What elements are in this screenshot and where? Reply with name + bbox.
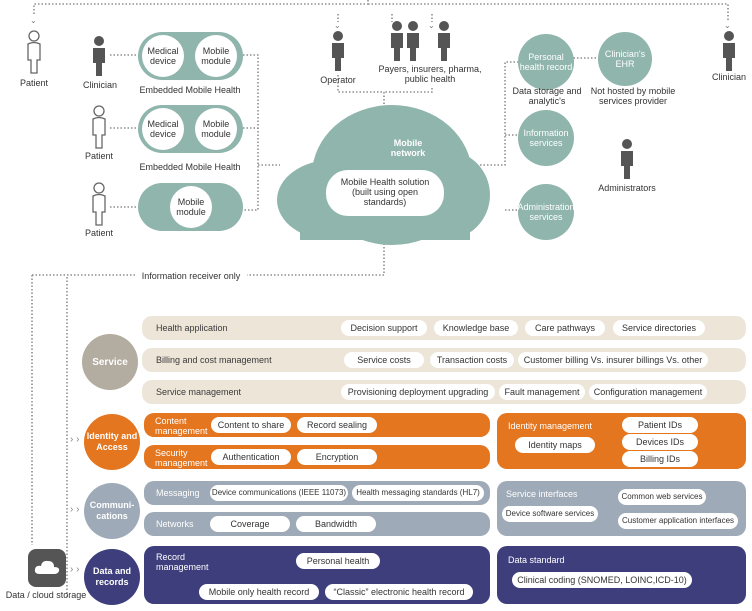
chip-record-sealing: Record sealing [297,417,377,433]
chip-patient-ids: Patient IDs [622,417,698,433]
chip-decision-support: Decision support [341,320,427,336]
service-interfaces-title: Service interfaces [506,489,578,499]
patient-3-label: Patient [84,228,114,238]
chip-transaction-costs: Transaction costs [430,352,514,368]
chip-device-software: Device software services [502,506,598,522]
patient-3-icon [92,182,106,226]
administration-services: Administration services [517,184,575,240]
not-hosted-label: Not hosted by mobile services provider [590,86,676,106]
chip-bandwidth: Bandwidth [296,516,376,532]
service-management-title: Service management [156,387,242,397]
personal-health-record: Personal health record [518,34,574,90]
mobile-module-2: Mobile module [195,108,237,150]
data-records-arrow: › › [70,564,80,575]
operator-icon [332,31,344,71]
svg-text:⌄: ⌄ [30,16,37,25]
information-receiver-label: Information receiver only [135,271,247,281]
communications-circle: Communi-cations [84,483,140,539]
chip-billing-ids: Billing IDs [622,451,698,467]
information-services: Information services [518,110,574,166]
clinician-left-label: Clinician [82,80,117,90]
chip-personal-health: Personal health [296,553,380,569]
chip-configuration: Configuration management [589,384,707,400]
billing-title: Billing and cost management [156,355,272,365]
chip-classic-ehr: “Classic” electronic health record [325,584,473,600]
storage-label: Data / cloud storage [5,590,87,600]
health-application-title: Health application [156,323,228,333]
identity-arrow: › › [70,434,80,445]
chip-knowledge-base: Knowledge base [434,320,518,336]
administrators-icon [621,139,633,179]
chip-provisioning: Provisioning deployment upgrading [341,384,495,400]
operator-label: Operator [320,75,356,85]
content-management-title: Content management [155,416,208,436]
administrators-label: Administrators [598,183,656,193]
service-circle: Service [82,334,138,390]
chip-authentication: Authentication [211,449,291,465]
medical-device-2: Medical device [142,108,184,150]
patient-2-icon [92,105,106,149]
patient-2-label: Patient [84,151,114,161]
mobile-module-3: Mobile module [170,186,212,228]
identity-management-title: Identity management [508,421,593,431]
security-management-title: Security management [155,448,208,468]
embedded-label-2: Embedded Mobile Health [139,162,241,172]
messaging-title: Messaging [156,488,200,498]
chip-encryption: Encryption [297,449,377,465]
clinician-icon [93,36,105,76]
patient-left-label: Patient [19,78,49,88]
medical-device-1: Medical device [142,35,184,77]
chip-health-messaging: Health messaging standards (HL7) [352,485,484,501]
chip-mobile-only: Mobile only health record [199,584,319,600]
communications-arrow: › › [70,504,80,515]
chip-customer-app: Customer application interfaces [618,513,738,529]
chip-content-to-share: Content to share [211,417,291,433]
networks-title: Networks [156,519,194,529]
clinicians-ehr: Clinician's EHR [598,32,652,86]
svg-text:⌄: ⌄ [334,21,341,30]
embedded-label-1: Embedded Mobile Health [139,85,241,95]
payers-label: Payers, insurers, pharma, public health [378,64,482,84]
chip-device-comms: Device communications (IEEE 11073) [210,485,348,501]
patient-icon [27,30,41,74]
record-management-title: Record management [156,552,209,572]
mobile-network-label: Mobile network [390,138,426,158]
chip-devices-ids: Devices IDs [622,434,698,450]
chip-fault-management: Fault management [499,384,585,400]
chip-coverage: Coverage [210,516,290,532]
mobile-module-1: Mobile module [195,35,237,77]
payers-icon [391,21,450,61]
chip-common-web: Common web services [618,489,706,505]
svg-text:⌄: ⌄ [428,21,435,30]
chip-clinical-coding: Clinical coding (SNOMED, LOINC,ICD-10) [512,572,692,588]
cloud-icon [34,560,60,574]
mobile-health-solution [326,170,444,216]
data-records-circle: Data and records [84,549,140,605]
mobile-health-solution-text: Mobile Health solution (built using open… [340,177,430,207]
clinician-right-label: Clinician [711,72,746,82]
chip-care-pathways: Care pathways [525,320,605,336]
data-standard-title: Data standard [508,555,565,565]
svg-text:⌄: ⌄ [724,21,731,30]
chip-customer-billing: Customer billing Vs. insurer billings Vs… [518,352,708,368]
data-storage-label: Data storage and analytic's [512,86,582,106]
chip-service-costs: Service costs [344,352,424,368]
clinician-right-icon [723,31,735,71]
identity-circle: Identity and Access [84,414,140,470]
chip-identity-maps: Identity maps [515,437,595,453]
chip-service-directories: Service directories [613,320,705,336]
